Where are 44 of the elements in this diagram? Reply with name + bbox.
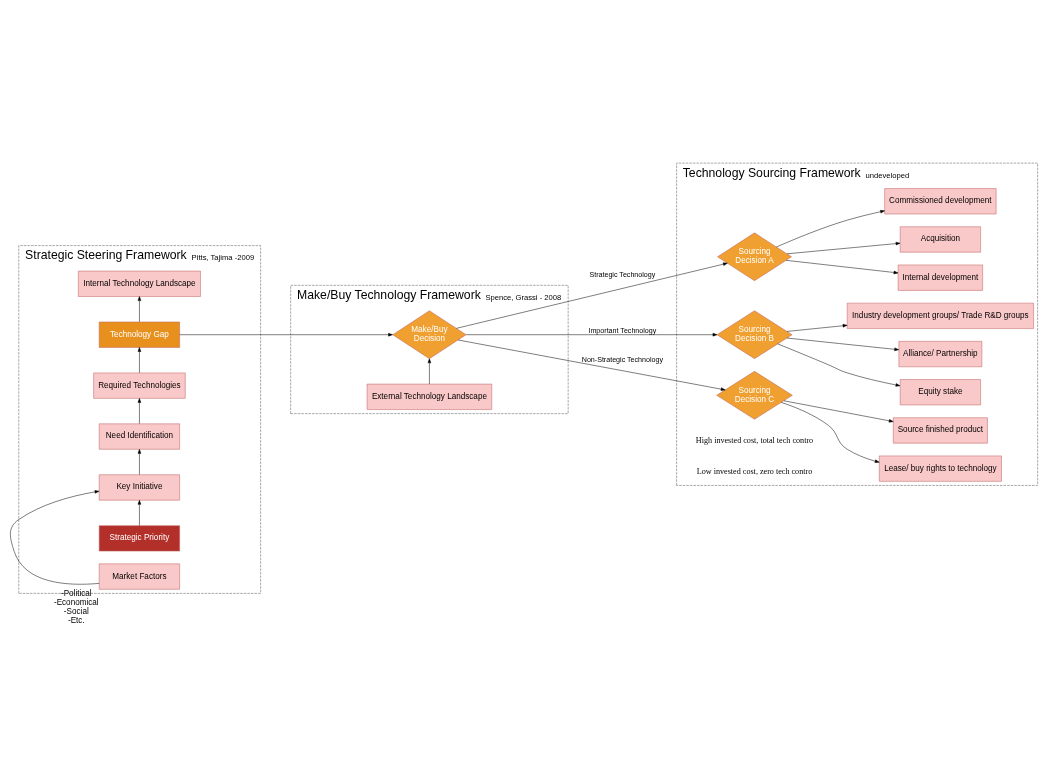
arrow bbox=[777, 343, 901, 387]
arrow bbox=[783, 400, 894, 422]
node-box: Need Identification bbox=[98, 423, 180, 450]
node-diamond: Sourcing Decision C bbox=[716, 370, 793, 419]
arrow bbox=[786, 337, 899, 351]
arrow bbox=[456, 262, 728, 329]
arrow bbox=[137, 397, 142, 424]
arrow bbox=[427, 358, 432, 384]
arrow bbox=[137, 346, 142, 373]
label: High invested cost, total tech contro bbox=[695, 435, 814, 445]
node-box: Technology Gap bbox=[98, 321, 180, 348]
arrow bbox=[137, 295, 142, 322]
node-box: Industry development groups/ Trade R&D groups bbox=[846, 302, 1034, 329]
node-box: Market Factors bbox=[98, 563, 180, 590]
node-box: Equity stake bbox=[899, 378, 981, 405]
arrow bbox=[457, 339, 726, 391]
node-box: Alliance/ Partnership bbox=[898, 340, 983, 367]
arrow bbox=[785, 259, 899, 274]
node-box: Key Initiative bbox=[98, 473, 180, 500]
label: Low invested cost, zero tech contro bbox=[696, 466, 813, 476]
arrow bbox=[137, 448, 142, 475]
arrow bbox=[10, 489, 100, 584]
node-box: Lease/ buy rights to technology bbox=[879, 455, 1002, 482]
node-box: Internal development bbox=[897, 264, 983, 291]
node-diamond: Sourcing Decision B bbox=[716, 310, 793, 359]
node-label: -Economical bbox=[53, 597, 99, 607]
arrow bbox=[786, 241, 901, 254]
node-label: -Etc. bbox=[67, 615, 85, 625]
arrow bbox=[179, 332, 393, 336]
node-box: External Technology Landscape bbox=[366, 383, 493, 410]
node-box: Strategic Priority bbox=[98, 524, 180, 551]
arrow bbox=[781, 401, 880, 463]
node-box: Commissioned development bbox=[884, 187, 997, 214]
arrow bbox=[137, 499, 142, 526]
arrow bbox=[465, 332, 718, 336]
node-box: Required Technologies bbox=[93, 372, 186, 399]
node-diamond: Make/Buy Decision bbox=[392, 310, 467, 359]
node-box: Acquisition bbox=[899, 226, 981, 252]
node-label: -Social bbox=[63, 606, 89, 616]
arrow bbox=[776, 209, 885, 247]
node-box: Internal Technology Landscape bbox=[78, 270, 201, 297]
node-diamond: Sourcing Decision A bbox=[717, 232, 792, 281]
arrow bbox=[786, 323, 848, 332]
node-box: Source finished product bbox=[893, 416, 988, 443]
